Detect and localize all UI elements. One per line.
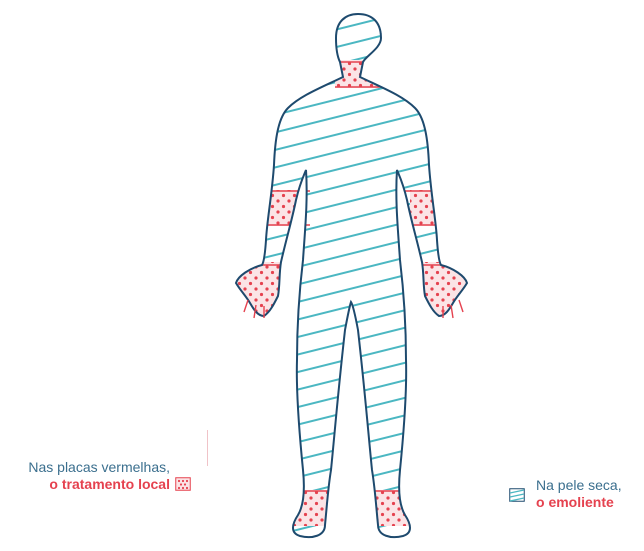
left-hand-patch	[420, 262, 476, 322]
hatched-swatch-icon	[509, 488, 525, 502]
left-ankle-patch	[372, 490, 417, 526]
divider-line	[207, 430, 208, 466]
right-ankle-patch	[285, 490, 330, 526]
legend-red-plaques-line2: o tratamento local	[28, 476, 170, 493]
legend-dry-skin-line1: Na pele seca,	[536, 477, 622, 494]
dotted-swatch-icon	[175, 477, 191, 491]
legend-dry-skin: Na pele seca, o emoliente	[536, 477, 622, 511]
legend-dry-skin-line2: o emoliente	[536, 494, 622, 511]
left-elbow-patch	[410, 190, 452, 226]
legend-red-plaques: Nas placas vermelhas, o tratamento local	[28, 459, 170, 493]
legend-red-plaques-line1: Nas placas vermelhas,	[28, 459, 170, 476]
